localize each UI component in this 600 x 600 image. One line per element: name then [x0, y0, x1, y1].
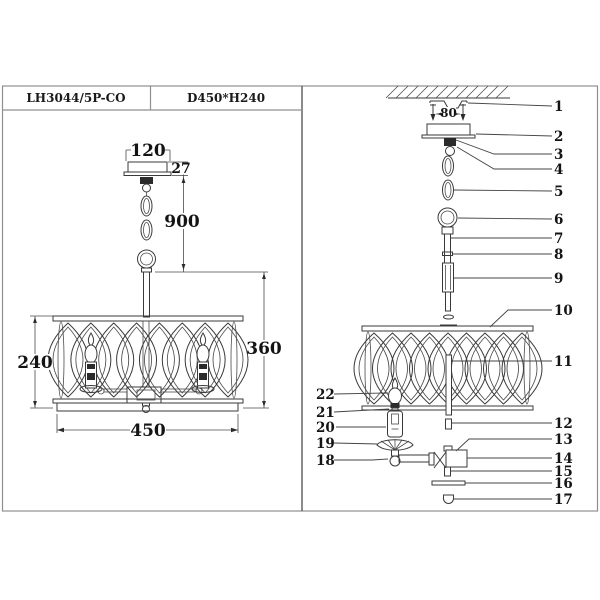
candle: [191, 332, 215, 393]
canopy: [123, 161, 172, 193]
part-label-6: 6: [554, 212, 563, 228]
dim-240-text: 240: [17, 353, 53, 373]
part-label-17: 17: [554, 492, 573, 508]
dim-360-text: 360: [246, 339, 282, 359]
dim-120-text: 120: [130, 141, 166, 161]
cage-pattern: [47, 322, 249, 398]
dim-mount-spacing: 80: [436, 106, 460, 120]
part-label-4: 4: [554, 162, 563, 178]
part-7-rod: [444, 233, 451, 264]
ceiling: [385, 85, 510, 99]
part-label-1: 1: [554, 99, 563, 115]
part-12-pin: [445, 418, 452, 430]
dim-900-text: 900: [164, 212, 200, 232]
part-18-hook-ring: [389, 449, 401, 467]
part-label-2: 2: [554, 129, 563, 145]
part-6-ring: [437, 207, 458, 235]
part-label-5: 5: [554, 184, 563, 200]
part-label-9: 9: [554, 271, 563, 287]
chain: [140, 192, 153, 241]
part-label-20: 20: [316, 420, 335, 436]
part-label-10: 10: [554, 303, 573, 319]
dim-450-text: 450: [130, 421, 166, 441]
stem-rod: [141, 267, 152, 318]
dim-80-text: 80: [440, 106, 457, 120]
dim-body-height: 360: [243, 272, 282, 409]
part-labels-right: 1 2 3 4 5 6 7 8 9 10 11 12 13 14 15 16 1…: [554, 99, 573, 508]
part-label-21: 21: [316, 405, 335, 421]
part-label-13: 13: [554, 432, 573, 448]
dim-shade-diameter: 450: [56, 414, 239, 441]
part-3-retainer-block: [444, 138, 456, 146]
drum-shade: [47, 315, 249, 413]
part-5-chain: [442, 155, 454, 201]
part-22-bulb: [388, 377, 402, 405]
size-spec: D450*H240: [187, 91, 265, 105]
part-label-14: 14: [554, 451, 573, 467]
title-block: LH3044/5P-CO D450*H240: [26, 91, 265, 105]
part-label-3: 3: [554, 147, 563, 163]
dim-chain-drop: 900: [155, 177, 268, 273]
part-16-bar: [431, 480, 466, 486]
dim-27-text: 27: [171, 161, 190, 177]
drawing-frame: [1, 85, 599, 512]
part-13-junction-box: [443, 445, 468, 468]
front-view: 120 27 900 240: [17, 141, 282, 441]
part-label-18: 18: [316, 453, 335, 469]
part-label-15: 15: [554, 464, 573, 480]
part-2-canopy: [421, 123, 476, 139]
model-number: LH3044/5P-CO: [26, 91, 125, 105]
candle: [79, 332, 103, 393]
hanging-ring: [137, 249, 156, 269]
part-19-bobeche: [376, 439, 414, 451]
part-20-candle-sleeve: [387, 410, 403, 438]
exploded-view: 80: [316, 85, 573, 508]
dim-canopy-width: 120: [125, 141, 171, 161]
dim-shade-height: 240: [17, 315, 53, 409]
part-label-22: 22: [316, 387, 335, 403]
part-4-loop: [445, 146, 455, 156]
part-label-16: 16: [554, 476, 573, 492]
part-17-cap: [443, 494, 454, 504]
part-label-11: 11: [554, 354, 573, 370]
part-8-collar: [442, 251, 453, 256]
part-9-sleeve: [440, 262, 457, 326]
part-labels-left: 22 21 20 19 18: [316, 387, 335, 469]
part-11-center-strip: [445, 354, 452, 416]
part-label-8: 8: [554, 247, 563, 263]
leader-lines-left: [333, 392, 390, 461]
leader-lines-right: [451, 102, 553, 500]
part-label-7: 7: [554, 231, 563, 247]
part-label-19: 19: [316, 436, 335, 452]
part-label-12: 12: [554, 416, 573, 432]
part-14-arm-assembly: [398, 451, 447, 469]
part-15-pin: [444, 466, 451, 477]
